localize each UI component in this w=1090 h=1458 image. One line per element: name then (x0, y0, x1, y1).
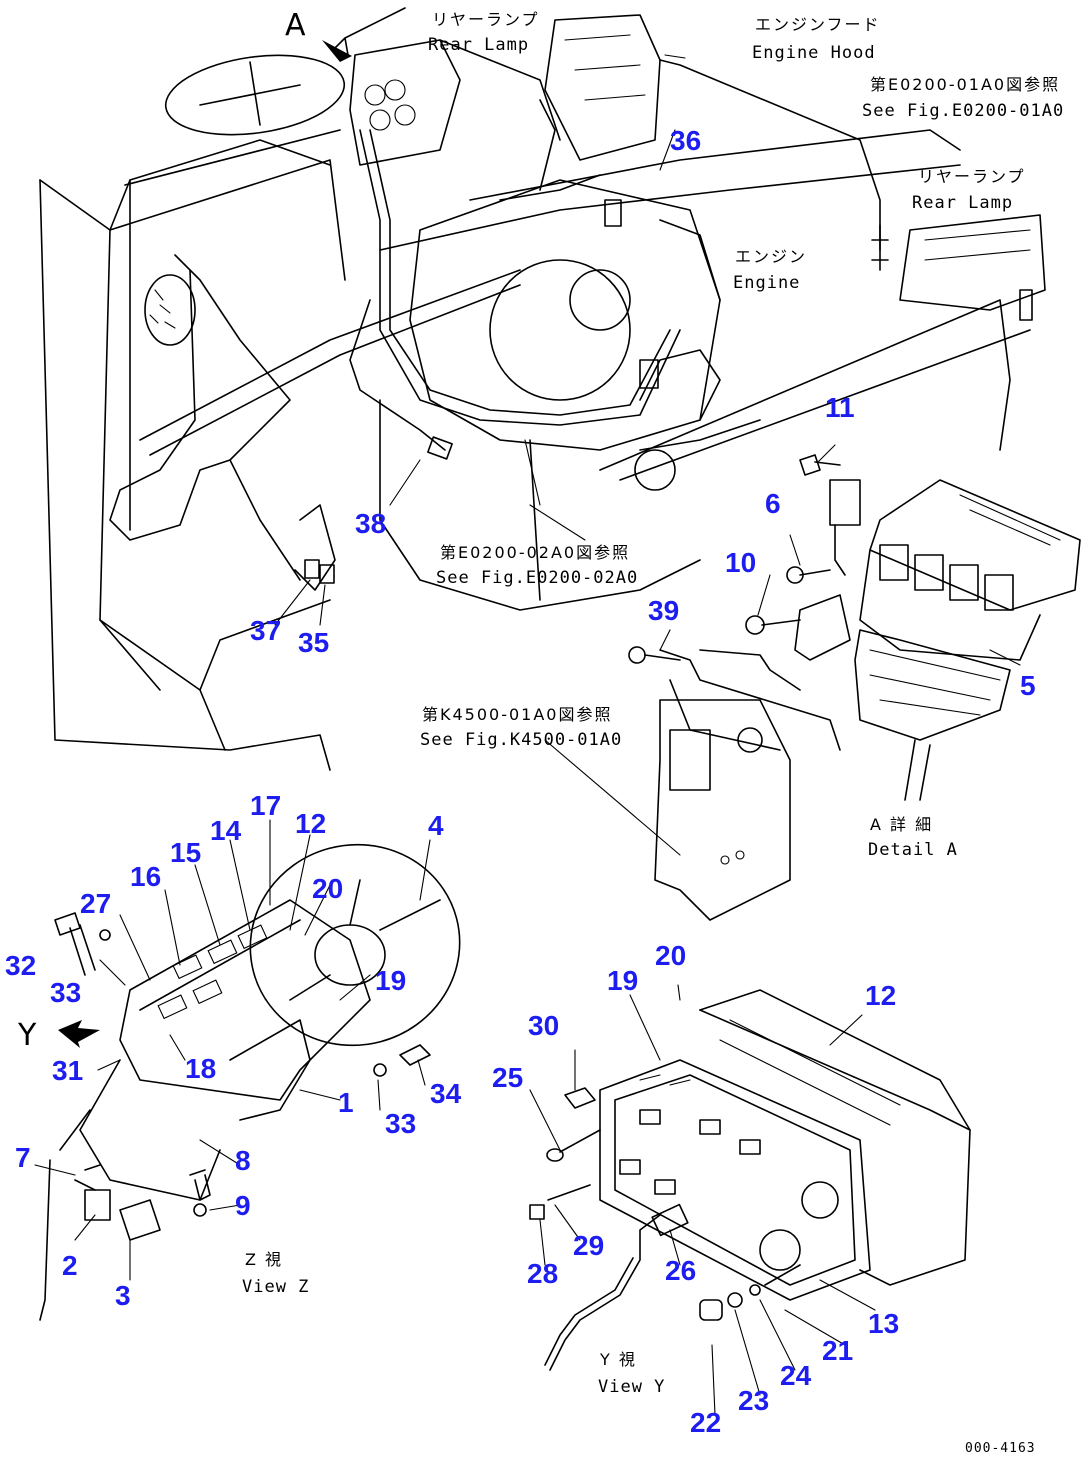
callout-36: 36 (670, 125, 701, 156)
view-y-jp-label: Y 視 (599, 1350, 637, 1369)
callout-35: 35 (298, 627, 329, 658)
callout-10: 10 (725, 547, 756, 578)
drawing-code: 000-4163 (965, 1441, 1036, 1456)
callout-15: 15 (170, 837, 201, 868)
callout-31: 31 (52, 1055, 83, 1086)
see-e0200-02a0-jp-label: 第E0200-02A0図参照 (440, 543, 630, 562)
callout-30: 30 (528, 1010, 559, 1041)
callout-28: 28 (527, 1258, 558, 1289)
see-e0200-02a0-en-label: See Fig.E0200-02A0 (436, 568, 638, 588)
callout-5: 5 (1020, 670, 1036, 701)
text-labels: A Y リヤーランプ Rear Lamp エンジンフード Engine Hood… (17, 8, 1064, 1456)
view-z-en-label: View Z (242, 1277, 309, 1297)
callout-20-view-z: 20 (312, 873, 343, 904)
detail-a-en-label: Detail A (868, 840, 958, 860)
main-assembly-drawing (39, 7, 1046, 771)
engine-hood-jp-label: エンジンフード (755, 15, 881, 34)
callout-26: 26 (665, 1255, 696, 1286)
leader-lines (34, 129, 1021, 1416)
callout-9: 9 (235, 1190, 251, 1221)
callout-18: 18 (185, 1053, 216, 1084)
callout-22: 22 (690, 1407, 721, 1438)
view-y-en-label: View Y (598, 1377, 665, 1397)
callout-25: 25 (492, 1062, 523, 1093)
callout-6: 6 (765, 488, 781, 519)
engine-jp-label: エンジン (735, 247, 807, 266)
see-e0200-01a0-en-label: See Fig.E0200-01A0 (862, 101, 1064, 121)
callout-24: 24 (780, 1360, 812, 1391)
callout-8: 8 (235, 1145, 251, 1176)
view-y-drawing (529, 989, 971, 1371)
callout-33-lower: 33 (385, 1108, 416, 1139)
see-k4500-jp-label: 第K4500-01A0図参照 (422, 705, 612, 724)
callout-7: 7 (15, 1142, 31, 1173)
callout-4: 4 (428, 810, 444, 841)
detail-a-jp-label: A 詳 細 (870, 815, 933, 834)
callout-20-view-y: 20 (655, 940, 686, 971)
view-letter-y: Y (17, 1018, 37, 1053)
callout-27: 27 (80, 888, 111, 919)
callout-37: 37 (250, 615, 281, 646)
rear-lamp-top-jp-label: リヤーランプ (432, 10, 540, 29)
rear-lamp-right-en-label: Rear Lamp (912, 193, 1013, 213)
engine-en-label: Engine (733, 273, 800, 293)
callout-21: 21 (822, 1335, 853, 1366)
callout-2: 2 (62, 1250, 78, 1281)
callout-16: 16 (130, 861, 161, 892)
callout-38: 38 (355, 508, 386, 539)
rear-lamp-right-jp-label: リヤーランプ (918, 167, 1026, 186)
view-letter-a: A (285, 8, 306, 43)
callout-34: 34 (430, 1078, 462, 1109)
callout-33-upper: 33 (50, 977, 81, 1008)
callout-12-view-z: 12 (295, 808, 326, 839)
callout-3: 3 (115, 1280, 131, 1311)
callout-19-view-z: 19 (375, 965, 406, 996)
callout-17: 17 (250, 790, 281, 821)
see-k4500-en-label: See Fig.K4500-01A0 (420, 730, 622, 750)
callout-29: 29 (573, 1230, 604, 1261)
callout-19-view-y: 19 (607, 965, 638, 996)
callout-11: 11 (825, 392, 855, 423)
callout-14: 14 (210, 815, 242, 846)
callout-13: 13 (868, 1308, 899, 1339)
rear-lamp-top-en-label: Rear Lamp (428, 35, 529, 55)
callout-39: 39 (648, 595, 679, 626)
callout-32: 32 (5, 950, 36, 981)
see-e0200-01a0-jp-label: 第E0200-01A0図参照 (870, 75, 1060, 94)
detail-a-drawing (628, 454, 1081, 921)
callout-1: 1 (338, 1087, 354, 1118)
part-callouts: 36 11 6 10 38 39 5 37 35 17 14 12 4 15 1… (5, 125, 1036, 1438)
callout-23: 23 (738, 1385, 769, 1416)
engine-hood-en-label: Engine Hood (752, 43, 876, 63)
view-z-drawing (39, 843, 461, 1321)
callout-12-view-y: 12 (865, 980, 896, 1011)
view-z-jp-label: Z 視 (245, 1250, 283, 1269)
